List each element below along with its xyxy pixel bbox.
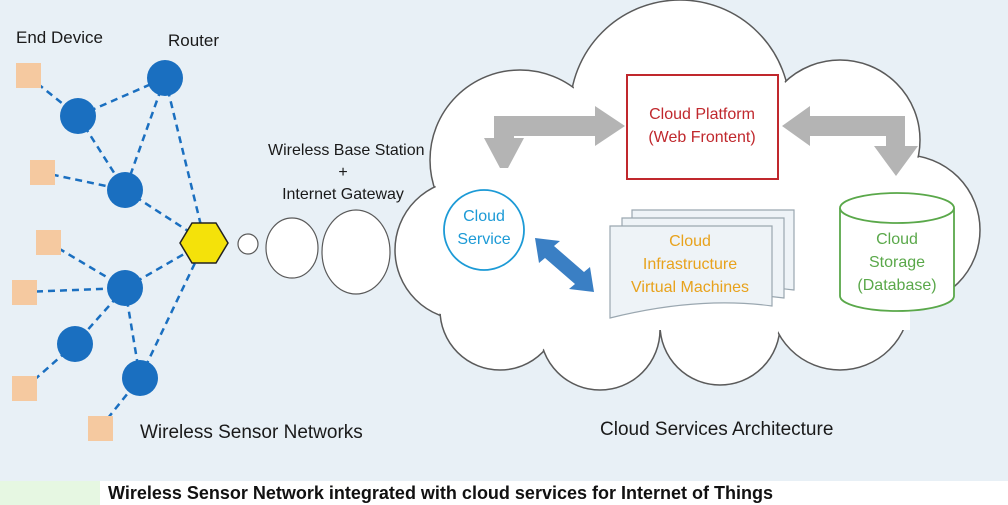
base-station-line: Wireless Base Station bbox=[268, 142, 425, 159]
router-node bbox=[147, 60, 183, 96]
cloud-platform-box bbox=[626, 74, 779, 180]
arrow-service-infrastructure bbox=[535, 238, 594, 292]
router-node bbox=[122, 360, 158, 396]
platform-line: Cloud Platform bbox=[649, 106, 755, 123]
end-devices bbox=[12, 63, 113, 441]
cloud-platform-text: Cloud Platform (Web Frontent) bbox=[648, 103, 755, 149]
base-station-plus: + bbox=[338, 164, 348, 181]
storage-line: Storage bbox=[868, 254, 926, 271]
platform-line: (Web Frontent) bbox=[648, 129, 756, 146]
service-line: Cloud bbox=[463, 208, 505, 225]
caption-accent bbox=[0, 481, 100, 505]
base-station-label: Wireless Base Station + Internet Gateway bbox=[268, 140, 425, 206]
end-device bbox=[12, 376, 37, 401]
infra-line: Virtual Machines bbox=[631, 279, 749, 296]
gateway-hexagon bbox=[179, 222, 229, 264]
router-node bbox=[107, 172, 143, 208]
router-node bbox=[60, 98, 96, 134]
arrow-service-platform bbox=[484, 106, 625, 168]
infrastructure-text: Cloud Infrastructure Virtual Machines bbox=[631, 230, 749, 299]
infrastructure-pages bbox=[609, 209, 795, 319]
router-label: Router bbox=[168, 31, 220, 50]
storage-cylinder bbox=[839, 192, 955, 312]
storage-line: Cloud bbox=[876, 231, 918, 248]
router-node bbox=[57, 326, 93, 362]
infra-line: Infrastructure bbox=[642, 256, 738, 273]
caption-bar: Wireless Sensor Network integrated with … bbox=[0, 481, 1008, 505]
end-device bbox=[16, 63, 41, 88]
storage-line: (Database) bbox=[857, 277, 937, 294]
cloud-storage-text: Cloud Storage (Database) bbox=[857, 228, 936, 297]
router-node bbox=[107, 270, 143, 306]
end-device bbox=[12, 280, 37, 305]
cloud-architecture-label: Cloud Services Architecture bbox=[600, 419, 834, 440]
wsn-label: Wireless Sensor Networks bbox=[140, 422, 363, 443]
gateway-line: Internet Gateway bbox=[282, 186, 404, 203]
end-device bbox=[36, 230, 61, 255]
router-nodes bbox=[57, 60, 183, 396]
caption-text: Wireless Sensor Network integrated with … bbox=[108, 483, 773, 503]
end-device bbox=[88, 416, 113, 441]
service-line: Service bbox=[457, 231, 511, 248]
end-device-label: End Device bbox=[16, 28, 103, 47]
arrow-platform-storage bbox=[782, 106, 918, 176]
gateway-bubbles bbox=[237, 209, 391, 295]
infra-line: Cloud bbox=[669, 233, 711, 250]
end-device bbox=[30, 160, 55, 185]
cloud-service-text: Cloud Service bbox=[457, 205, 510, 251]
cloud-service-circle bbox=[443, 189, 525, 271]
